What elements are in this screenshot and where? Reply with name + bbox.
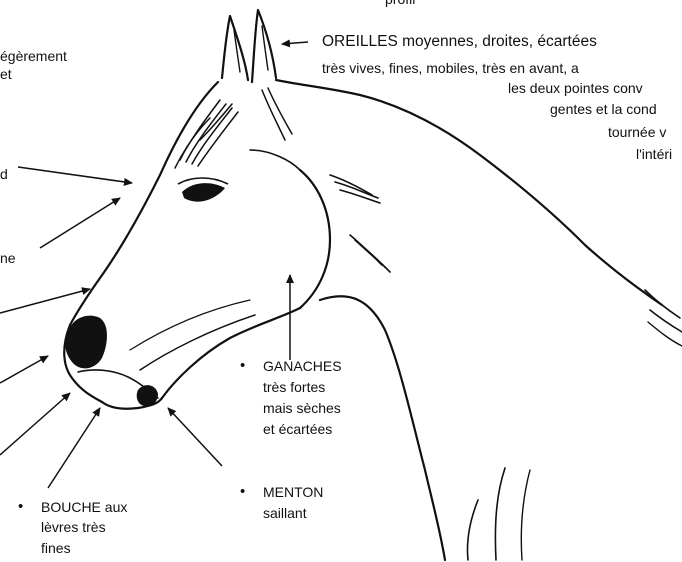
forelock-hatching	[175, 88, 292, 168]
oreilles-line-2: très vives, fines, mobiles, très en avan…	[322, 60, 579, 77]
oreilles-line-4: gentes et la cond	[550, 101, 657, 118]
oreilles-line-6: l'intéri	[636, 146, 672, 163]
bouche-title-rest: aux	[101, 499, 127, 515]
ganaches-line-2: très fortes	[263, 379, 325, 396]
ganaches-line-4: et écartées	[263, 421, 332, 438]
bouche-line-1: BOUCHE aux	[41, 499, 127, 516]
bouche-bullet: •	[18, 498, 23, 515]
oreilles-line-1-rest: moyennes, droites, écartées	[398, 33, 597, 50]
ganaches-title: GANACHES	[263, 358, 342, 375]
eye	[178, 178, 228, 202]
oreilles-title: OREILLES	[322, 33, 398, 50]
menton-bullet: •	[240, 483, 245, 500]
ganaches-bullet: •	[240, 357, 245, 374]
bouche-title: BOUCHE	[41, 499, 101, 515]
menton-line-2: saillant	[263, 505, 307, 522]
pointer-arrows	[0, 42, 308, 488]
left-fragment-2: et	[0, 66, 12, 83]
left-fragment-3: d	[0, 166, 8, 183]
oreilles-line-3: les deux pointes conv	[508, 80, 643, 97]
bouche-line-3: fines	[41, 540, 71, 557]
left-fragment-1: égèrement	[0, 48, 67, 65]
oreilles-line-5: tournée v	[608, 124, 666, 141]
menton-title: MENTON	[263, 484, 323, 501]
ganaches-line-3: mais sèches	[263, 400, 341, 417]
header-partial-title: profil	[385, 0, 415, 8]
mane-hatching	[330, 175, 390, 272]
bouche-line-2: lèvres très	[41, 519, 106, 536]
left-fragment-4: ne	[0, 250, 16, 267]
oreilles-line-1: OREILLES moyennes, droites, écartées	[322, 32, 597, 52]
